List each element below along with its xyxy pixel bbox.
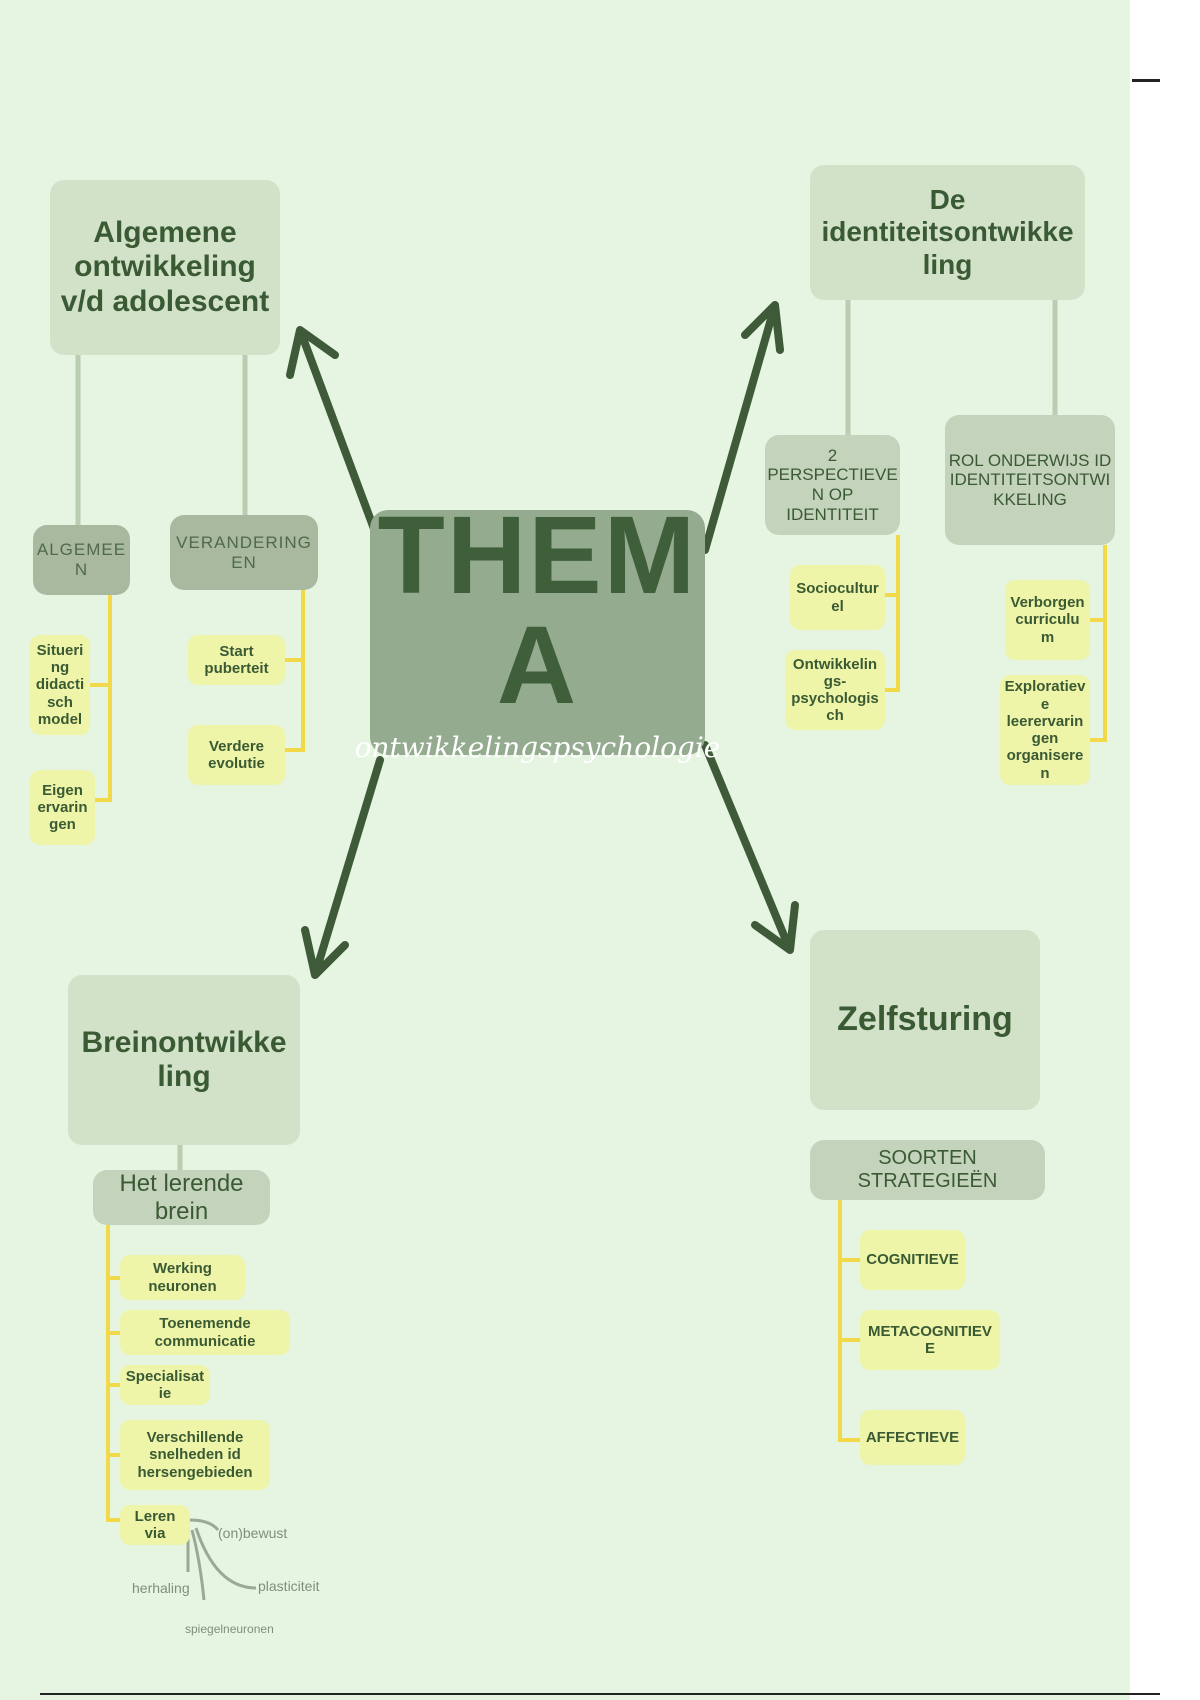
subtopic-rol-onderwijs: ROL ONDERWIJS ID IDENTITEITSONTWIKKELING xyxy=(945,415,1115,545)
subtopic-soorten-strategieen: SOORTEN STRATEGIEËN xyxy=(810,1140,1045,1200)
leaf: Verborgen curriculum xyxy=(1005,580,1090,660)
connector-line xyxy=(285,590,305,752)
central-title: THEMA xyxy=(377,493,698,727)
subtopic-perspectieven: 2 PERSPECTIEVEN OP IDENTITEIT xyxy=(765,435,900,535)
topic-identiteitsontwikkeling: De identiteitsontwikkeling xyxy=(810,165,1085,300)
arrow-top-right xyxy=(701,301,784,554)
leaf: METACOGNITIEVE xyxy=(860,1310,1000,1370)
topic-zelfsturing: Zelfsturing xyxy=(810,930,1040,1110)
page-mark xyxy=(1132,79,1160,82)
leaf: Situering didactisch model xyxy=(30,635,90,735)
leaf: Toenemende communicatie xyxy=(120,1310,290,1355)
connector-line xyxy=(1090,545,1107,742)
connector-line xyxy=(106,1225,120,1522)
leaf: COGNITIEVE xyxy=(860,1230,965,1290)
connector-line xyxy=(885,535,900,692)
leaf: Verdere evolutie xyxy=(188,725,285,785)
central-topic: THEMA ontwikkelingspsychologie xyxy=(355,500,721,764)
subtopic-lerende-brein: Het lerende brein xyxy=(93,1170,270,1225)
leaf: AFFECTIEVE xyxy=(860,1410,965,1465)
mindmap-canvas: THEMA ontwikkelingspsychologie Algemene … xyxy=(0,0,1130,1700)
note-plasticiteit: plasticiteit xyxy=(258,1578,320,1594)
leaf: Specialisatie xyxy=(120,1365,210,1405)
leaf: Verschillende snelheden id hersengebiede… xyxy=(120,1420,270,1490)
leaf: Eigen ervaringen xyxy=(30,770,95,845)
topic-breinontwikkeling: Breinontwikkeling xyxy=(68,975,300,1145)
arrow-top-left xyxy=(286,326,384,549)
page-bottom-rule xyxy=(40,1693,1160,1695)
leaf: Werking neuronen xyxy=(120,1255,245,1300)
subtopic-veranderingen: VERANDERINGEN xyxy=(170,515,318,590)
topic-algemene-ontwikkeling: Algemene ontwikkeling v/d adolescent xyxy=(50,180,280,355)
leaf: Exploratieve leerervaringen organiseren xyxy=(1000,675,1090,785)
arrow-bottom-left xyxy=(301,756,384,979)
subtopic-algemeen: ALGEMEEN xyxy=(33,525,130,595)
note-onbewust: (on)bewust xyxy=(218,1525,288,1541)
note-spiegelneuronen: spiegelneuronen xyxy=(185,1622,274,1636)
central-subtitle: ontwikkelingspsychologie xyxy=(354,730,721,764)
note-herhaling: herhaling xyxy=(132,1580,190,1596)
leaf: Leren via xyxy=(120,1505,190,1545)
leaf: Start puberteit xyxy=(188,635,285,685)
leaf: Ontwikkelings-psychologisch xyxy=(785,650,885,730)
leaf: Socioculturel xyxy=(790,565,885,630)
connectors xyxy=(75,295,1107,1601)
connector-line xyxy=(838,1200,860,1442)
connector-line xyxy=(90,595,112,802)
arrow-bottom-right xyxy=(701,741,799,954)
